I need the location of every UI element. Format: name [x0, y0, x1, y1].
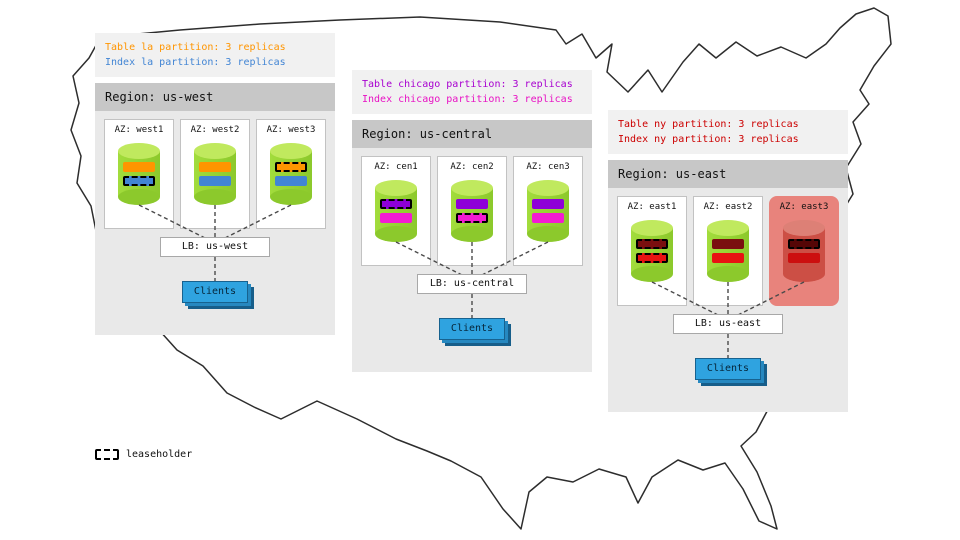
region-us-central: Region: us-central AZ: cen1 AZ: cen2 AZ:…	[352, 120, 592, 372]
region-us-west: Region: us-west AZ: west1 AZ: west2 AZ: …	[95, 83, 335, 335]
az-box: AZ: east2	[693, 196, 763, 306]
cylinder-top	[631, 220, 673, 236]
clients-box: Clients	[439, 318, 505, 340]
legend-label: leaseholder	[126, 449, 193, 460]
cylinder-bottom	[707, 266, 749, 282]
annotation-line: Index chicago partition: 3 replicas	[362, 94, 573, 105]
legend: leaseholder	[95, 449, 192, 460]
az-label: AZ: cen3	[526, 162, 570, 172]
replica-bars	[636, 239, 668, 263]
leaseholder-swatch-icon	[95, 449, 119, 460]
region-title: Region: us-central	[352, 120, 592, 148]
replica-bars	[380, 199, 412, 223]
region-title: Region: us-west	[95, 83, 335, 111]
clients-box: Clients	[182, 281, 248, 303]
az-box: AZ: west1	[104, 119, 174, 229]
replica-bars	[532, 199, 564, 223]
az-label: AZ: cen2	[450, 162, 494, 172]
az-box: AZ: cen1	[361, 156, 431, 266]
cylinder-top	[118, 143, 160, 159]
cylinder-bottom	[451, 226, 493, 242]
cylinder-top	[783, 220, 825, 236]
az-label: AZ: west1	[114, 125, 164, 135]
az-box: AZ: east1	[617, 196, 687, 306]
database-cylinder	[375, 180, 417, 242]
annotation-us-east: Table ny partition: 3 replicas Index ny …	[608, 110, 848, 154]
az-box: AZ: west2	[180, 119, 250, 229]
database-cylinder	[451, 180, 493, 242]
annotation-line: Index la partition: 3 replicas	[105, 57, 286, 68]
database-cylinder	[707, 220, 749, 282]
database-cylinder	[527, 180, 569, 242]
cylinder-bottom	[194, 189, 236, 205]
annotation-line: Table chicago partition: 3 replicas	[362, 79, 573, 90]
annotation-us-central: Table chicago partition: 3 replicas Inde…	[352, 70, 592, 114]
cylinder-bottom	[527, 226, 569, 242]
annotation-us-west: Table la partition: 3 replicas Index la …	[95, 33, 335, 77]
database-cylinder	[194, 143, 236, 205]
cylinder-top	[527, 180, 569, 196]
cylinder-top	[270, 143, 312, 159]
annotation-line: Table ny partition: 3 replicas	[618, 119, 799, 130]
load-balancer: LB: us-west	[160, 237, 270, 257]
az-box-failed: AZ: east3	[769, 196, 839, 306]
az-label: AZ: east1	[627, 202, 677, 212]
az-label: AZ: cen1	[374, 162, 418, 172]
load-balancer: LB: us-central	[417, 274, 527, 294]
cylinder-top	[707, 220, 749, 236]
cylinder-top	[194, 143, 236, 159]
replica-bars	[275, 162, 307, 186]
cylinder-bottom	[375, 226, 417, 242]
region-title: Region: us-east	[608, 160, 848, 188]
az-box: AZ: west3	[256, 119, 326, 229]
database-cylinder	[118, 143, 160, 205]
replica-bars	[199, 162, 231, 186]
az-label: AZ: west3	[266, 125, 316, 135]
az-label: AZ: east3	[779, 202, 829, 212]
cylinder-bottom	[118, 189, 160, 205]
replica-bars	[123, 162, 155, 186]
clients-box: Clients	[695, 358, 761, 380]
az-label: AZ: east2	[703, 202, 753, 212]
cylinder-bottom	[631, 266, 673, 282]
cylinder-top	[451, 180, 493, 196]
cylinder-bottom	[783, 266, 825, 282]
az-box: AZ: cen2	[437, 156, 507, 266]
replica-bars	[788, 239, 820, 263]
replica-bars	[456, 199, 488, 223]
annotation-line: Index ny partition: 3 replicas	[618, 134, 799, 145]
database-cylinder	[631, 220, 673, 282]
database-cylinder	[783, 220, 825, 282]
annotation-line: Table la partition: 3 replicas	[105, 42, 286, 53]
replica-bars	[712, 239, 744, 263]
database-cylinder	[270, 143, 312, 205]
cylinder-bottom	[270, 189, 312, 205]
az-box: AZ: cen3	[513, 156, 583, 266]
load-balancer: LB: us-east	[673, 314, 783, 334]
az-label: AZ: west2	[190, 125, 240, 135]
cylinder-top	[375, 180, 417, 196]
region-us-east: Region: us-east AZ: east1 AZ: east2 AZ: …	[608, 160, 848, 412]
